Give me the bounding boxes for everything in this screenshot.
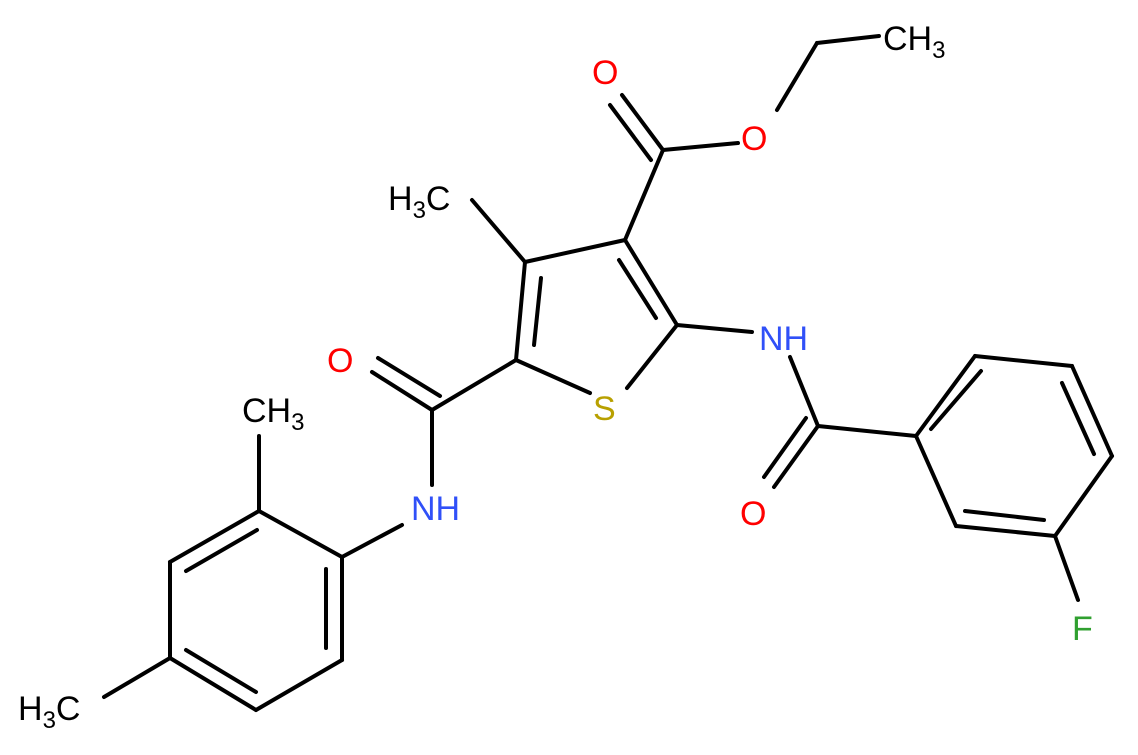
bond [788, 355, 820, 428]
bond [184, 648, 258, 694]
bond [623, 238, 679, 327]
bond [184, 528, 259, 573]
sulfur-label: S [593, 390, 616, 428]
bond [168, 509, 261, 564]
bond [625, 323, 679, 390]
bond [772, 424, 820, 489]
bond [1060, 381, 1096, 456]
bond [168, 656, 258, 712]
bond [514, 260, 527, 362]
bond [914, 354, 977, 438]
bond [1053, 534, 1080, 602]
bond [370, 370, 434, 412]
bond [620, 93, 665, 152]
bond [470, 198, 527, 264]
h3c-aryl-label: H3C [18, 690, 80, 734]
atom-labels: CH3 O O H3C NH S O CH3 NH O F H3C [18, 20, 1093, 734]
bond [102, 656, 172, 699]
bonds [102, 34, 1114, 712]
bond [762, 416, 808, 479]
bond [963, 509, 1046, 522]
ester-oxygen-label: O [741, 120, 767, 158]
bond [340, 523, 404, 559]
ch3-ethyl-label: CH3 [883, 20, 945, 64]
bond [430, 358, 518, 412]
bond [929, 369, 983, 431]
bond [816, 424, 918, 438]
nh-left-label: NH [411, 490, 460, 528]
bond [532, 276, 543, 347]
bond [775, 41, 819, 112]
amide-oxygen-right-label: O [740, 495, 766, 533]
carbonyl-oxygen-ester-label: O [592, 54, 618, 92]
bond [514, 358, 592, 395]
bond [815, 34, 881, 45]
bond [623, 148, 665, 242]
bond [973, 354, 1074, 368]
nh-right-label: NH [759, 320, 808, 358]
bond [675, 323, 754, 334]
bond [1070, 364, 1114, 458]
fluorine-label: F [1072, 610, 1093, 648]
bond [914, 434, 958, 528]
bond [1053, 454, 1114, 538]
bond [954, 524, 1057, 538]
bond [661, 141, 740, 152]
h3c-ring-label: H3C [388, 180, 450, 224]
ch3-aryl-label: CH3 [242, 392, 304, 436]
bond [376, 356, 442, 398]
bond [523, 238, 627, 264]
bond [617, 258, 658, 320]
amide-oxygen-left-label: O [327, 342, 353, 380]
bond [608, 103, 653, 162]
bond [254, 658, 344, 712]
bond [257, 509, 344, 559]
